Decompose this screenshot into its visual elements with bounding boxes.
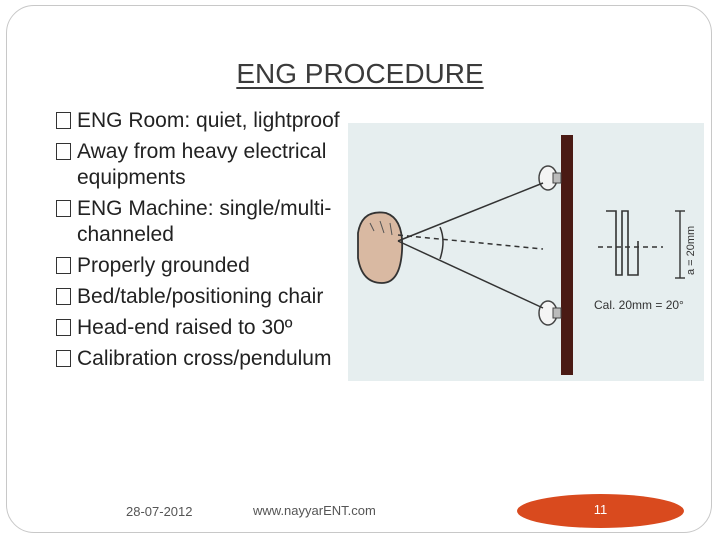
bullet-item: ENG Room: quiet, lightproof	[56, 108, 376, 134]
scale-label: a = 20mm	[685, 226, 697, 275]
bullet-item: Away from heavy electrical equipments	[56, 139, 376, 191]
head-icon	[357, 211, 404, 284]
bullet-item: Properly grounded	[56, 253, 376, 279]
calibration-label: Cal. 20mm = 20°	[594, 298, 684, 312]
bullet-box-icon	[56, 350, 71, 367]
bullet-list: ENG Room: quiet, lightproof Away from he…	[56, 108, 376, 377]
sight-lines	[397, 182, 544, 309]
bullet-box-icon	[56, 257, 71, 274]
upper-bulb-icon	[538, 165, 562, 191]
calibration-trace	[598, 210, 663, 276]
bullet-item: Bed/table/positioning chair	[56, 284, 376, 310]
bullet-item: Calibration cross/pendulum	[56, 346, 376, 372]
page-number-badge: 11	[517, 494, 684, 528]
slide-title: ENG PROCEDURE	[236, 58, 484, 89]
footer-url: www.nayyarENT.com	[253, 503, 376, 518]
lower-bulb-icon	[538, 300, 562, 326]
eng-setup-photo: a = 20mm Cal. 20mm = 20°	[348, 123, 704, 381]
scale-bar	[675, 210, 685, 279]
bullet-item: Head-end raised to 30º	[56, 315, 376, 341]
bullet-box-icon	[56, 288, 71, 305]
bullet-box-icon	[56, 143, 71, 160]
page-number: 11	[593, 502, 608, 517]
wall-bar	[561, 135, 573, 375]
bullet-box-icon	[56, 200, 71, 217]
footer-date: 28-07-2012	[126, 504, 193, 519]
bullet-box-icon	[56, 319, 71, 336]
bullet-box-icon	[56, 112, 71, 129]
bullet-item: ENG Machine: single/multi-channeled	[56, 196, 376, 248]
